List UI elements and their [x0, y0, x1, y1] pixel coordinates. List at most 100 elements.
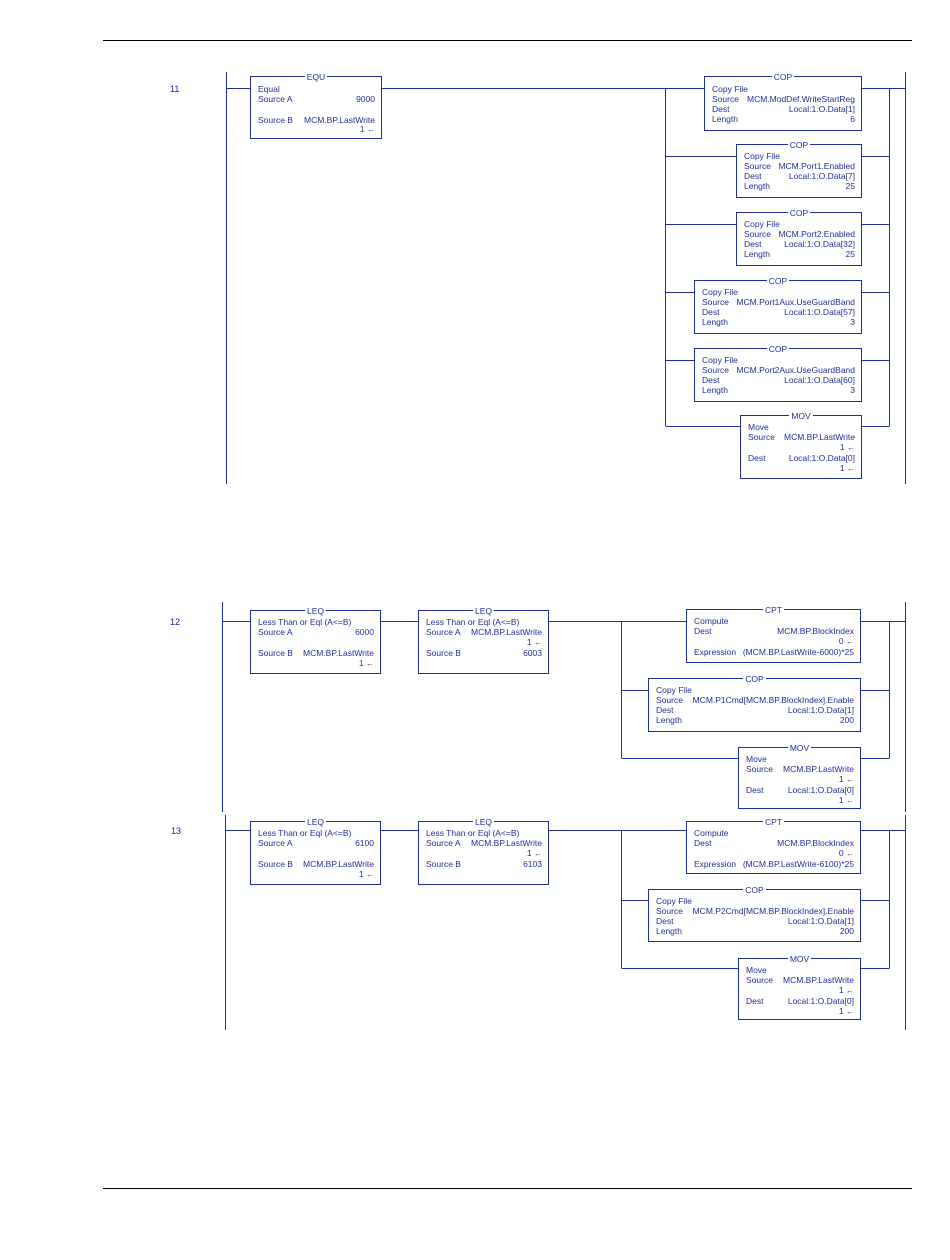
instruction-title: Compute — [694, 616, 729, 626]
instruction-mnemonic: COP — [771, 72, 795, 82]
operand-value[interactable]: 6103 — [523, 859, 542, 869]
operand-value[interactable]: Local:1:O.Data[60] — [784, 375, 855, 385]
operand-value[interactable]: MCM.BP.LastWrite — [470, 838, 542, 848]
operand-value[interactable]: (MCM.BP.LastWrite-6000)*25 — [742, 647, 854, 657]
operand-label: Source B — [258, 859, 293, 869]
operand-value[interactable]: 200 — [839, 715, 854, 725]
operand-value[interactable]: Local:1:O.Data[57] — [784, 307, 855, 317]
instruction-mnemonic: COP — [766, 344, 790, 354]
operand-label: Source — [702, 365, 729, 375]
operand-value[interactable]: MCM.BP.LastWrite — [782, 764, 854, 774]
instruction-mnemonic: MOV — [787, 743, 812, 753]
operand-value[interactable]: MCM.Port1.Enabled — [778, 161, 855, 171]
operand-value[interactable]: 200 — [839, 926, 854, 936]
operand-label: Length — [656, 926, 682, 936]
instruction-title: Copy File — [712, 84, 748, 94]
cop-instruction[interactable]: COP Copy File Source MCM.Port1Aux.UseGuar… — [694, 276, 862, 334]
operand-value[interactable]: MCM.BP.LastWrite — [302, 859, 374, 869]
operand-label: Dest — [746, 785, 764, 795]
operand-label: Source — [744, 229, 771, 239]
operand-value[interactable]: MCM.P1Cmd[MCM.BP.BlockIndex].Enable — [692, 695, 854, 705]
cop-instruction[interactable]: COP Copy File Source MCM.ModDef.WriteStar… — [704, 72, 862, 131]
instruction-mnemonic: COP — [766, 276, 790, 286]
operand-value[interactable]: MCM.BP.LastWrite — [470, 627, 542, 637]
operand-value[interactable]: MCM.Port2.Enabled — [778, 229, 855, 239]
operand-value[interactable]: 6100 — [355, 838, 374, 848]
instruction-title: Copy File — [744, 219, 780, 229]
operand-label: Source — [712, 94, 739, 104]
operand-label: Source — [702, 297, 729, 307]
instruction-title: Copy File — [702, 287, 738, 297]
operand-value[interactable]: Local:1:O.Data[0] — [787, 996, 854, 1006]
live-value: 1 — [526, 637, 532, 647]
value-arrow-icon: ← — [846, 796, 854, 805]
operand-value[interactable]: MCM.BP.LastWrite — [302, 648, 374, 658]
live-value: 1 — [839, 463, 845, 473]
operand-value[interactable]: Local:1:O.Data[7] — [788, 171, 855, 181]
operand-value[interactable]: Local:1:O.Data[0] — [788, 453, 855, 463]
operand-value[interactable]: Local:1:O.Data[1] — [787, 705, 854, 715]
operand-label: Source A — [258, 838, 293, 848]
operand-value[interactable]: Local:1:O.Data[32] — [784, 239, 855, 249]
operand-value[interactable]: 3 — [850, 317, 855, 327]
operand-label: Length — [744, 249, 770, 259]
instruction-title: Copy File — [656, 896, 692, 906]
operand-value[interactable]: MCM.P2Cmd[MCM.BP.BlockIndex].Enable — [692, 906, 854, 916]
operand-value[interactable]: 9000 — [356, 94, 375, 104]
operand-value[interactable]: MCM.Port2Aux.UseGuardBand — [736, 365, 855, 375]
operand-label: Source — [656, 695, 683, 705]
operand-value[interactable]: MCM.BP.BlockIndex — [777, 626, 854, 636]
instruction-title: Copy File — [744, 151, 780, 161]
operand-label: Dest — [744, 239, 762, 249]
operand-value[interactable]: MCM.ModDef.WriteStartReg — [746, 94, 855, 104]
operand-label: Dest — [712, 104, 730, 114]
operand-value[interactable]: Local:1:O.Data[1] — [787, 916, 854, 926]
operand-label: Source B — [426, 859, 461, 869]
instruction-mnemonic: LEQ — [304, 606, 326, 616]
operand-value[interactable]: 6000 — [355, 627, 374, 637]
header-rule — [103, 40, 912, 41]
operand-value[interactable]: MCM.BP.LastWrite — [782, 975, 854, 985]
operand-label: Dest — [656, 916, 674, 926]
operand-value[interactable]: MCM.BP.LastWrite — [303, 115, 375, 125]
operand-value[interactable]: 3 — [850, 385, 855, 395]
value-arrow-icon: ← — [846, 637, 854, 646]
instruction-mnemonic: LEQ — [472, 817, 494, 827]
value-arrow-icon: ← — [846, 775, 854, 784]
operand-label: Dest — [694, 626, 712, 636]
operand-value[interactable]: Local:1:O.Data[0] — [787, 785, 854, 795]
value-arrow-icon: ← — [534, 638, 542, 647]
live-value: 1 — [838, 985, 844, 995]
operand-value[interactable]: MCM.BP.BlockIndex — [777, 838, 854, 848]
operand-label: Source A — [258, 627, 293, 637]
operand-value[interactable]: Local:1:O.Data[1] — [788, 104, 855, 114]
operand-value[interactable]: 25 — [845, 249, 855, 259]
operand-value[interactable]: 25 — [845, 181, 855, 191]
operand-label: Source — [746, 764, 773, 774]
operand-value[interactable]: 6 — [850, 114, 855, 124]
operand-value[interactable]: (MCM.BP.LastWrite-6100)*25 — [742, 859, 854, 869]
operand-value[interactable]: MCM.Port1Aux.UseGuardBand — [736, 297, 855, 307]
live-value: 1 — [839, 442, 845, 452]
instruction-title: Move — [748, 422, 769, 432]
operand-value[interactable]: MCM.BP.LastWrite — [783, 432, 855, 442]
operand-value[interactable]: 6003 — [523, 648, 542, 658]
operand-label: Source — [744, 161, 771, 171]
footer-rule — [103, 1188, 912, 1189]
